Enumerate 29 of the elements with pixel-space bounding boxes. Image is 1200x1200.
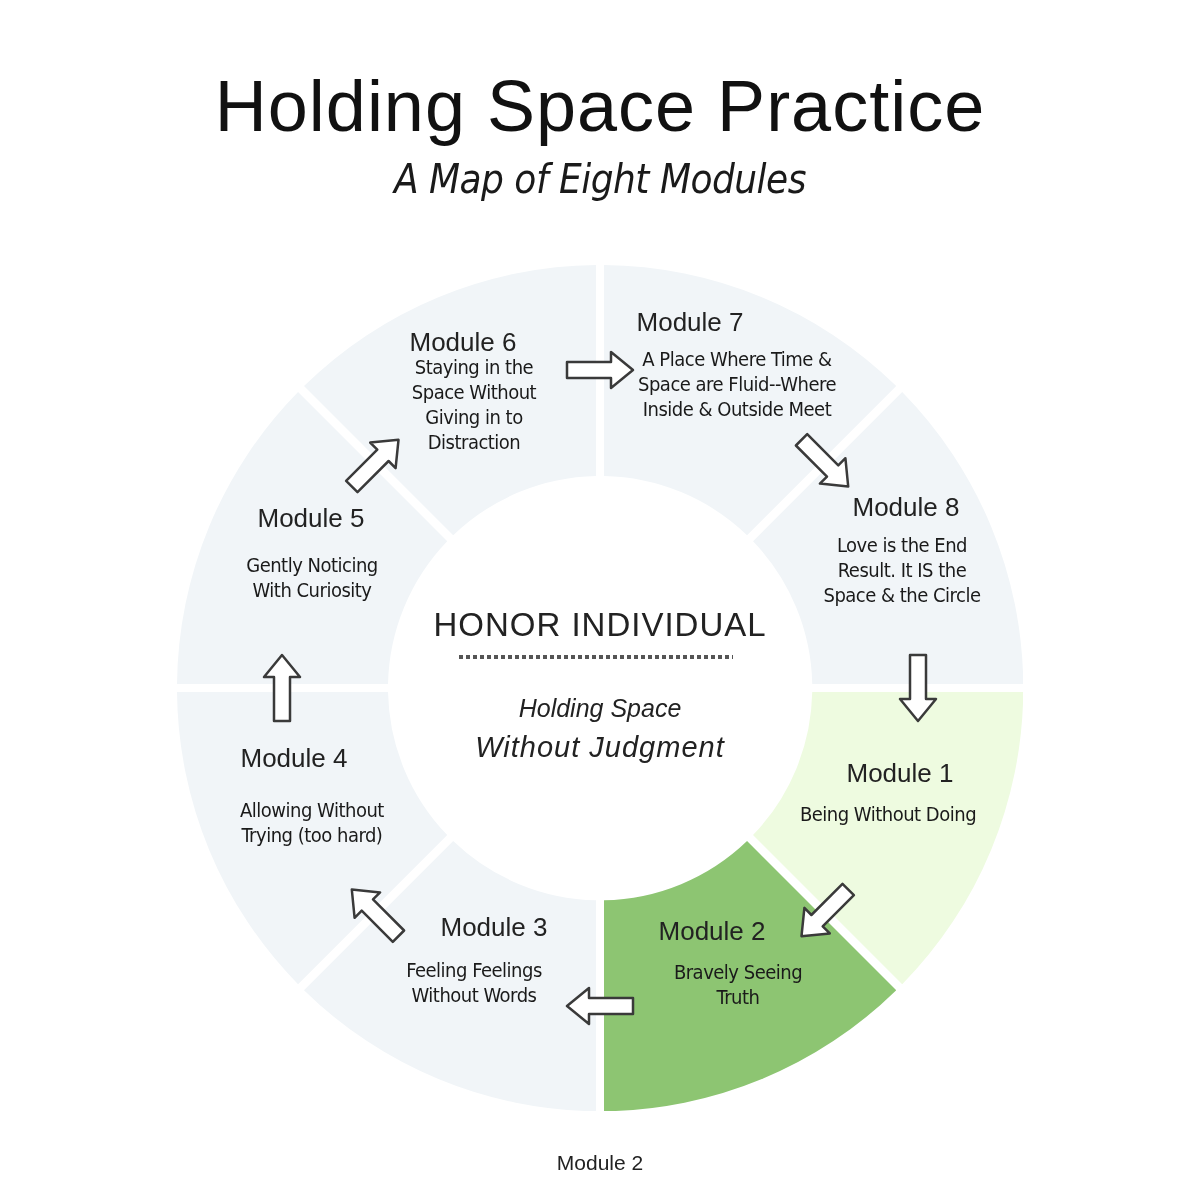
module-description: Bravely Seeing Truth bbox=[672, 960, 804, 1010]
caption: Module 2 bbox=[555, 1150, 645, 1176]
center-subheading: Holding Space bbox=[517, 693, 683, 724]
module-description: Gently Noticing With Curiosity bbox=[245, 553, 379, 603]
module-title: Module 5 bbox=[257, 501, 365, 535]
module-title: Module 3 bbox=[440, 910, 548, 944]
block-arrow bbox=[262, 653, 302, 723]
block-arrow bbox=[794, 432, 850, 488]
module-description: A Place Where Time & Space are Fluid--Where Inside & Outside Meet bbox=[637, 346, 837, 422]
module-description: Feeling Feelings Without Words bbox=[405, 958, 543, 1008]
module-sector bbox=[604, 840, 897, 1111]
block-arrow bbox=[350, 888, 406, 944]
module-description: Love is the End Result. It IS the Space & the Circle bbox=[822, 532, 982, 608]
module-title: Module 2 bbox=[658, 914, 766, 948]
center-subheading: Without Judgment bbox=[474, 730, 726, 765]
module-title: Module 7 bbox=[636, 305, 744, 339]
subtitle: A Map of Eight Modules bbox=[391, 155, 808, 204]
title: Holding Space Practice bbox=[213, 65, 987, 148]
module-description: Being Without Doing bbox=[798, 801, 978, 827]
block-arrow bbox=[800, 882, 856, 938]
block-arrow bbox=[344, 438, 400, 494]
block-arrow bbox=[898, 653, 938, 723]
module-title: Module 1 bbox=[846, 756, 954, 790]
module-title: Module 8 bbox=[852, 490, 960, 524]
module-description: Allowing Without Trying (too hard) bbox=[239, 798, 385, 848]
block-arrow bbox=[565, 350, 635, 390]
module-title: Module 4 bbox=[240, 741, 348, 775]
block-arrow bbox=[565, 986, 635, 1026]
center-heading: HONOR INDIVIDUAL bbox=[432, 605, 768, 645]
